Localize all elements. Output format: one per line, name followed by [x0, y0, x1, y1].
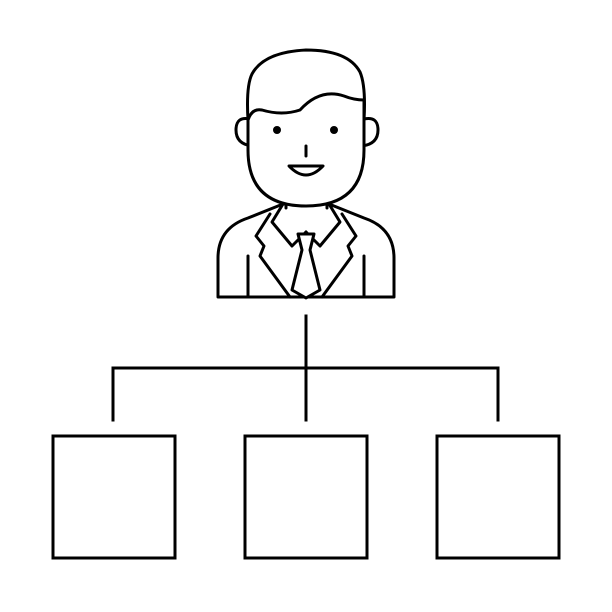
child-node-box-1	[51, 434, 177, 560]
connector-lines	[111, 314, 500, 422]
avatar-left-eye	[273, 126, 281, 134]
child-node-box-2	[243, 434, 369, 560]
child-node-boxes	[51, 434, 561, 560]
avatar-right-ear	[360, 117, 380, 148]
businessman-avatar-icon	[216, 48, 396, 300]
avatar-hair	[246, 48, 366, 122]
avatar-left-ear	[234, 117, 254, 148]
avatar-tie	[290, 232, 322, 300]
avatar-lapel-left	[254, 212, 292, 299]
avatar-right-eye	[330, 126, 338, 134]
avatar-mouth	[287, 164, 325, 177]
avatar-lapel-right	[320, 212, 358, 299]
child-node-box-3	[435, 434, 561, 560]
